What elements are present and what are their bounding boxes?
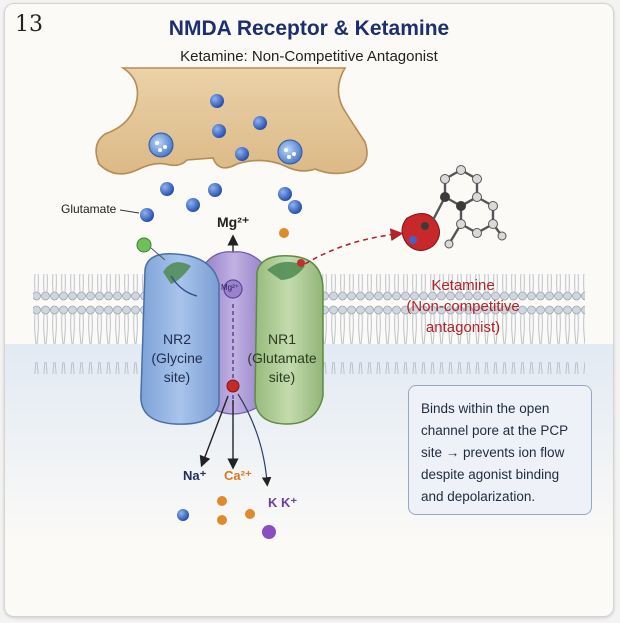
page-subtitle: Ketamine: Non-Competitive Antagonist (180, 48, 438, 65)
na-ion (177, 509, 189, 521)
k-ion-label: K K⁺ (268, 495, 298, 510)
glutamate-molecules (140, 94, 302, 222)
ketamine-arrow (304, 228, 404, 265)
ketamine-label: Ketamine (Non-competitive antagonist) (383, 275, 543, 338)
page-number: 13 (15, 12, 43, 37)
ketamine-in-pore (226, 379, 240, 393)
presynaptic-terminal (95, 67, 368, 175)
k-ion (262, 525, 276, 539)
nr1-site-line2: site) (268, 369, 296, 385)
page-title: NMDA Receptor & Ketamine (168, 17, 450, 40)
nr2-label: NR2 (Glycine site) (132, 330, 222, 387)
nr2-site-line1: (Glycine (151, 350, 203, 366)
mechanism-info-box: Binds within the open channel pore at th… (408, 385, 592, 515)
nr1-name: NR1 (267, 331, 296, 347)
nr2-name: NR2 (162, 331, 191, 347)
glycine-ligand (136, 237, 152, 253)
mg-ion-channel (223, 279, 243, 299)
ketamine-desc-line1: (Non-competitive (406, 298, 520, 315)
glutamate-leader (119, 209, 140, 214)
nr1-subunit (254, 255, 324, 425)
na-arrow (199, 395, 229, 468)
ketamine-desc-line2: antagonist) (425, 319, 501, 336)
ca-ion-3 (245, 509, 255, 519)
glutamate-label: Glutamate (61, 202, 117, 216)
ketamine-name: Ketamine (431, 277, 495, 294)
nr1-site-line1: (Glutamate (247, 350, 317, 366)
nr2-subunit (140, 253, 220, 425)
mg-label: Mg²⁺ (217, 214, 250, 230)
k-arrow (237, 393, 272, 487)
synaptic-vesicles (148, 132, 303, 165)
ketamine-molecule (401, 165, 507, 251)
mg-channel-label: Mg²⁺ (221, 283, 239, 292)
nr1-label: NR1 (Glutamate site) (237, 330, 327, 387)
na-ion-label: Na⁺ (183, 468, 207, 483)
ca-ion-2 (217, 515, 227, 525)
ca-ion-1 (217, 496, 227, 506)
nr2-site-line2: site) (163, 369, 191, 385)
diagram-frame: 13 NMDA Receptor & Ketamine Ketamine: No… (4, 3, 614, 617)
ca-ion-label: Ca²⁺ (224, 468, 252, 483)
